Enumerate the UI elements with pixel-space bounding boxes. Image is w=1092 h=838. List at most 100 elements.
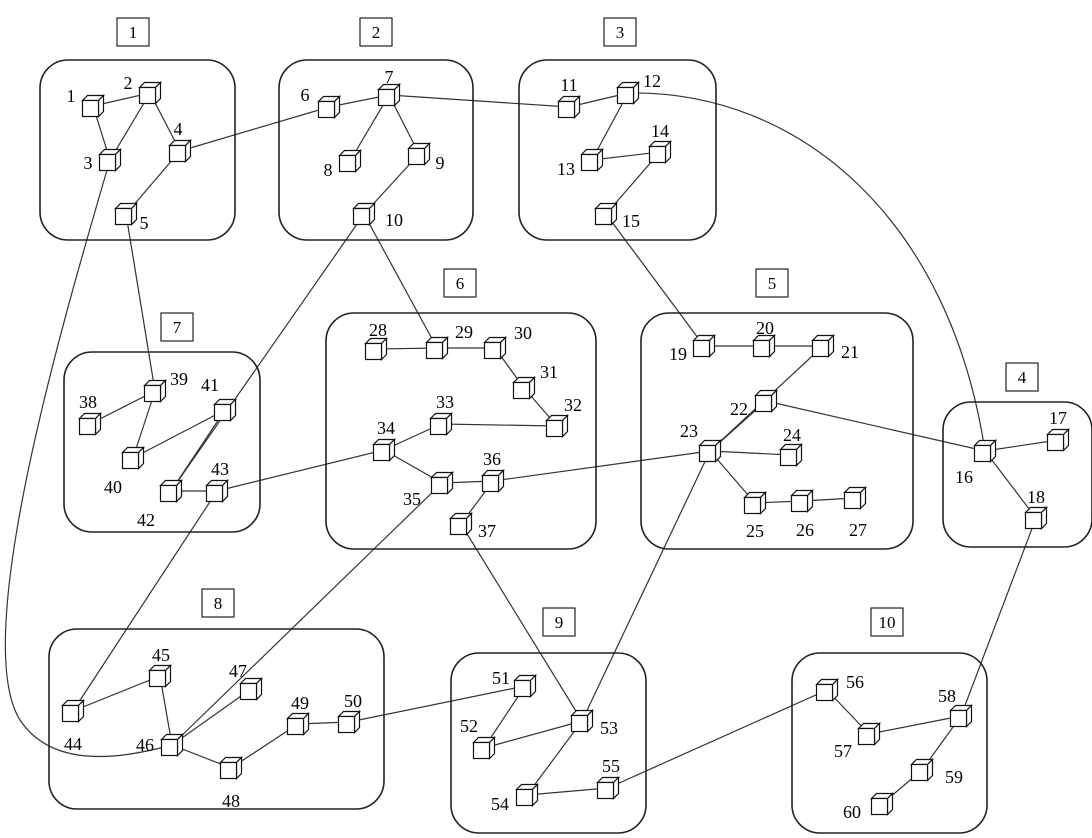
node-14-cube-front (648, 145, 667, 164)
group-7-label: 7 (173, 318, 182, 337)
edges-layer (4, 92, 1059, 805)
node-1: 1 (67, 86, 105, 118)
node-22-label: 22 (730, 399, 748, 419)
node-26-label: 26 (796, 520, 814, 540)
node-20: 20 (752, 318, 776, 358)
node-11: 11 (557, 75, 581, 119)
node-8-cube-front (338, 154, 357, 173)
node-49: 49 (286, 693, 310, 736)
node-38: 38 (78, 392, 102, 436)
node-50-label: 50 (344, 691, 362, 711)
node-20-cube-front (752, 339, 771, 358)
edge-52-53 (483, 720, 583, 749)
group-8-frame (48, 628, 385, 810)
node-3: 3 (84, 148, 122, 173)
group-2-label: 2 (372, 23, 381, 42)
node-60-label: 60 (843, 802, 861, 822)
node-1-label: 1 (67, 86, 76, 106)
node-58-cube-front (949, 709, 968, 728)
node-8: 8 (324, 149, 362, 180)
node-40-cube-front (121, 451, 140, 470)
node-8-label: 8 (324, 160, 333, 180)
node-42-label: 42 (137, 510, 155, 530)
edge-4-6 (179, 106, 330, 152)
edge-43-34 (216, 449, 385, 492)
node-43-label: 43 (211, 459, 229, 479)
node-40: 40 (104, 446, 145, 497)
node-12: 12 (616, 71, 661, 105)
node-15-label: 15 (622, 211, 640, 231)
node-1-cube-front (81, 99, 100, 118)
edge-10-29 (363, 213, 438, 349)
node-54-label: 54 (491, 794, 509, 814)
node-2: 2 (124, 73, 162, 105)
group-8: 8 (48, 588, 385, 810)
node-44-label: 44 (64, 734, 82, 754)
node-46-cube-front (160, 738, 179, 757)
node-18-label: 18 (1027, 487, 1045, 507)
group-6-label: 6 (456, 274, 465, 293)
node-31: 31 (512, 362, 558, 400)
node-11-label: 11 (560, 75, 577, 95)
edge-55-56 (607, 689, 828, 789)
edge-7-11 (388, 94, 570, 108)
node-58: 58 (938, 686, 973, 728)
node-34-cube-front (372, 443, 391, 462)
node-9: 9 (407, 142, 445, 173)
node-53-cube-front (570, 714, 589, 733)
node-7-label: 7 (385, 67, 394, 87)
node-60: 60 (843, 792, 894, 822)
node-25-cube-front (743, 496, 762, 515)
edge-18-58 (960, 517, 1037, 717)
node-45-cube-front (148, 669, 167, 688)
node-56-label: 56 (846, 672, 864, 692)
node-29: 29 (425, 322, 473, 360)
node-26-cube-front (790, 494, 809, 513)
edge-40-41 (132, 409, 226, 459)
node-51-label: 51 (492, 668, 510, 688)
node-32: 32 (545, 395, 582, 438)
node-54-cube-front (515, 788, 534, 807)
node-26: 26 (790, 489, 814, 540)
node-21-label: 21 (841, 342, 859, 362)
node-34: 34 (372, 418, 396, 462)
node-29-cube-front (425, 341, 444, 360)
edge-22-16 (765, 400, 986, 452)
edge-23-53 (581, 450, 711, 722)
node-21-cube-front (811, 339, 830, 358)
edge-13-14 (591, 151, 661, 161)
node-23-label: 23 (680, 421, 698, 441)
node-20-label: 20 (756, 318, 774, 338)
node-44-cube-front (61, 704, 80, 723)
node-53-label: 53 (600, 718, 618, 738)
edge-15-19 (605, 213, 705, 347)
node-24: 24 (779, 425, 803, 467)
node-16-cube-front (973, 444, 992, 463)
node-36-label: 36 (483, 449, 501, 469)
edge-36-23 (492, 450, 711, 482)
node-15: 15 (594, 202, 640, 231)
node-39: 39 (143, 369, 188, 403)
group-3: 3 (518, 17, 717, 241)
group-5: 5 (640, 268, 914, 550)
node-23-cube-front (698, 444, 717, 463)
edge-33-32 (440, 423, 558, 427)
edge-43-44 (72, 490, 218, 712)
node-43-cube-front (205, 484, 224, 503)
node-57-cube-front (857, 727, 876, 746)
group-3-frame (518, 59, 717, 241)
node-5-label: 5 (140, 213, 149, 233)
node-33: 33 (429, 392, 454, 436)
node-41-cube-front (213, 403, 232, 422)
node-55: 55 (596, 756, 620, 800)
group-1-label-box (116, 17, 150, 47)
node-36: 36 (481, 449, 505, 493)
node-4: 4 (168, 119, 192, 163)
node-57-label: 57 (834, 741, 852, 761)
node-36-cube-front (481, 474, 500, 493)
node-7-cube-front (377, 88, 396, 107)
node-47-cube-front (239, 682, 258, 701)
node-52-label: 52 (460, 716, 478, 736)
group-4-frame (942, 401, 1092, 548)
